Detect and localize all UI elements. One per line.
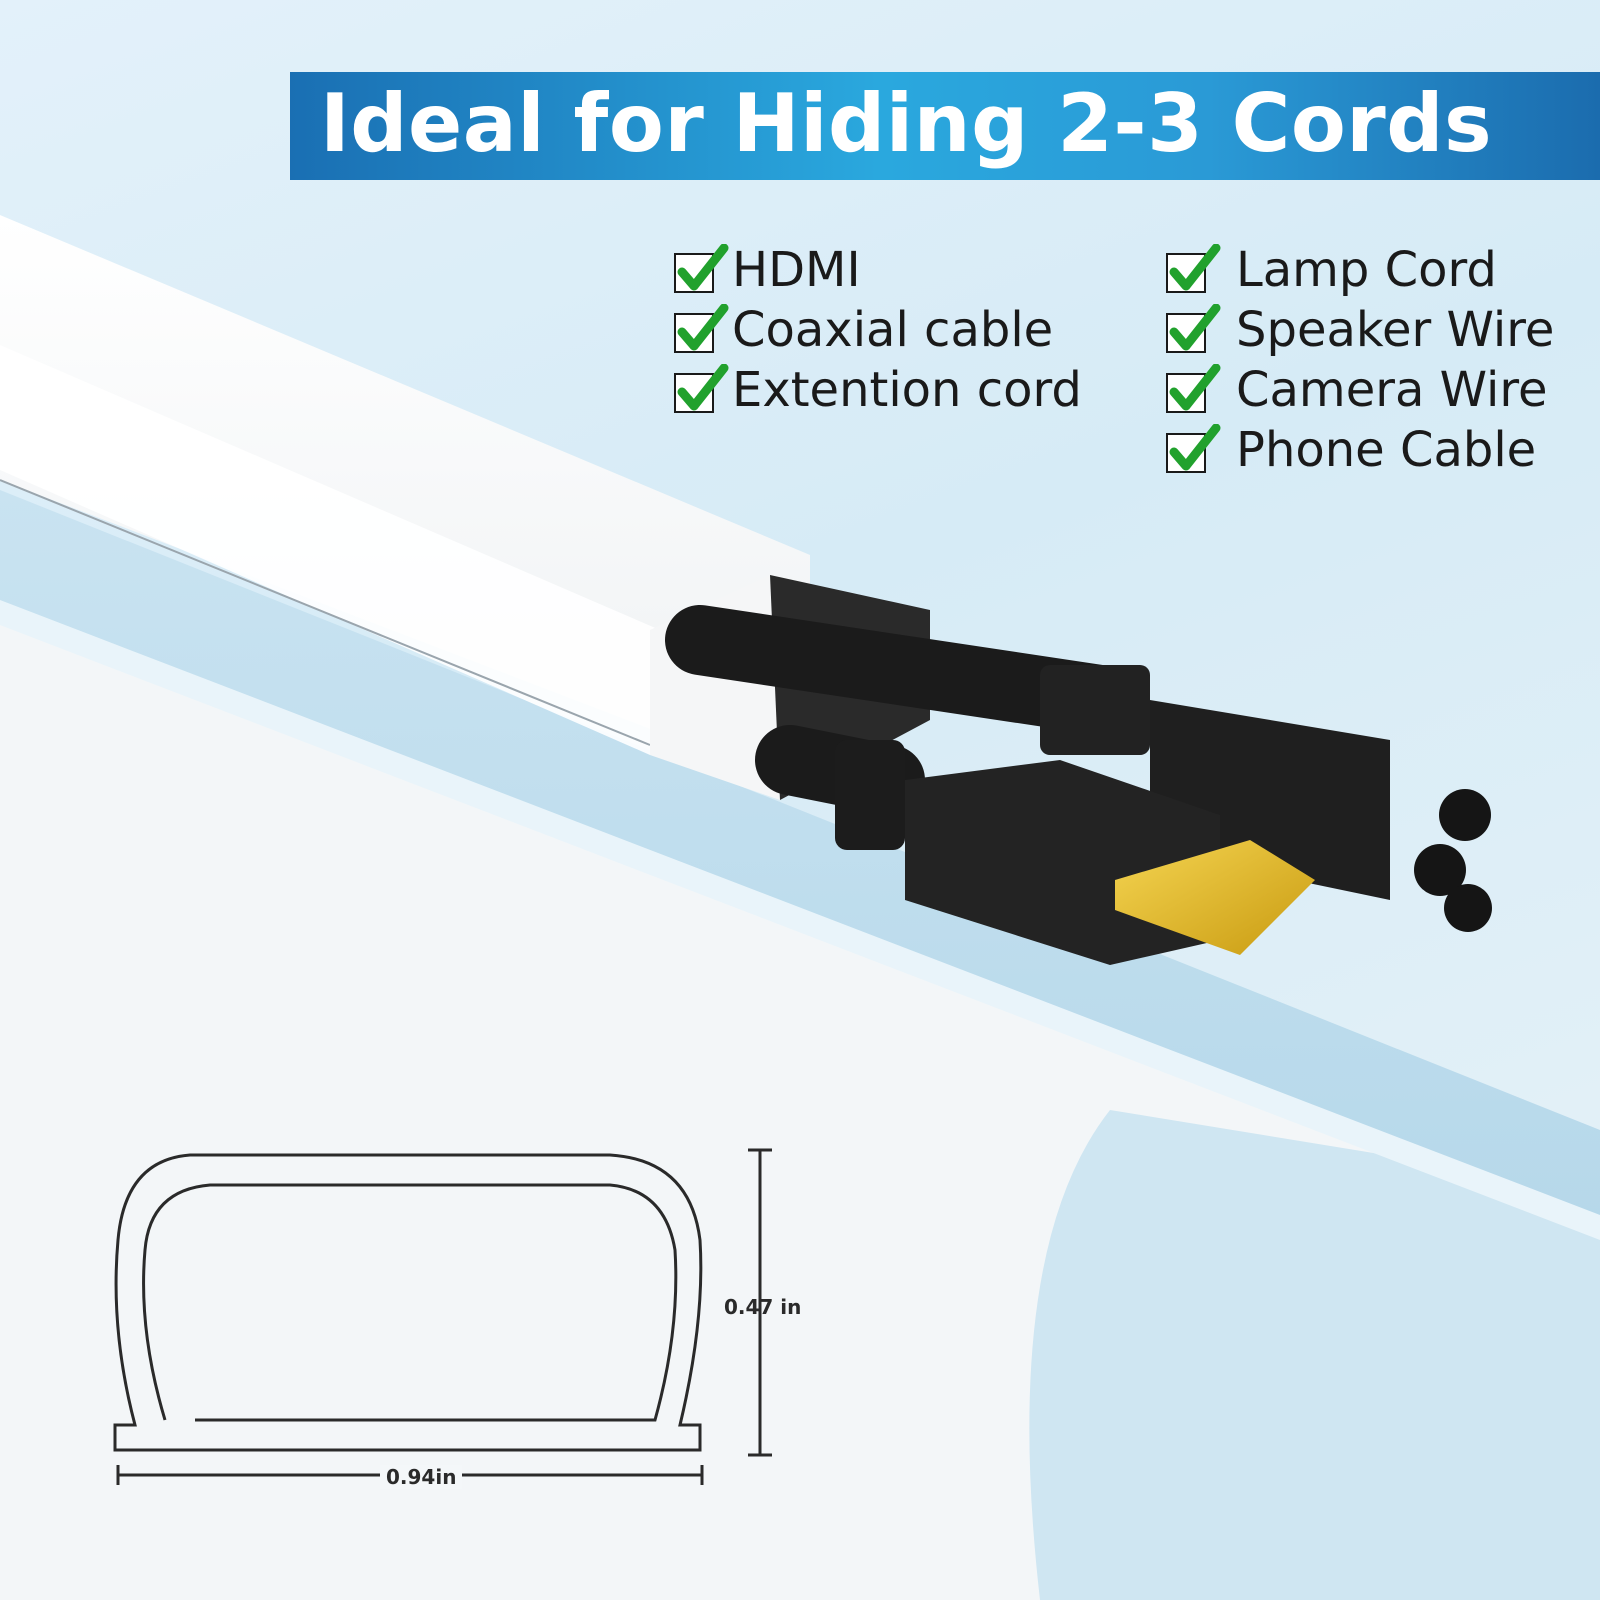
- checkmark-box-icon: [1166, 244, 1221, 293]
- checkmark-box-icon: [674, 304, 729, 353]
- height-dimension-label: 0.47 in: [724, 1295, 802, 1319]
- cord-list-right: Lamp Cord Speaker Wire Camera Wire Phone…: [1164, 240, 1554, 480]
- list-item: Phone Cable: [1164, 420, 1554, 480]
- checkmark-box-icon: [1166, 424, 1221, 473]
- list-item: Extention cord: [672, 360, 1082, 420]
- cord-label: Speaker Wire: [1236, 302, 1555, 358]
- width-dimension-label: 0.94in: [380, 1465, 463, 1489]
- cord-label: Coaxial cable: [732, 302, 1054, 358]
- list-item: HDMI: [672, 240, 1082, 300]
- cord-label: Extention cord: [732, 362, 1082, 418]
- cord-label: Camera Wire: [1236, 362, 1548, 418]
- cord-label: Phone Cable: [1236, 422, 1537, 478]
- checkmark-box-icon: [674, 364, 729, 413]
- headline-title: Ideal for Hiding 2-3 Cords: [320, 77, 1493, 170]
- checkmark-box-icon: [1166, 304, 1221, 353]
- checkmark-box-icon: [674, 244, 729, 293]
- cord-label: Lamp Cord: [1236, 242, 1497, 298]
- list-item: Speaker Wire: [1164, 300, 1554, 360]
- cord-label: HDMI: [732, 242, 861, 298]
- cord-list-left: HDMI Coaxial cable Extention cord: [672, 240, 1082, 420]
- checkmark-box-icon: [1166, 364, 1221, 413]
- list-item: Camera Wire: [1164, 360, 1554, 420]
- headline-banner: Ideal for Hiding 2-3 Cords: [290, 72, 1600, 180]
- list-item: Coaxial cable: [672, 300, 1082, 360]
- list-item: Lamp Cord: [1164, 240, 1554, 300]
